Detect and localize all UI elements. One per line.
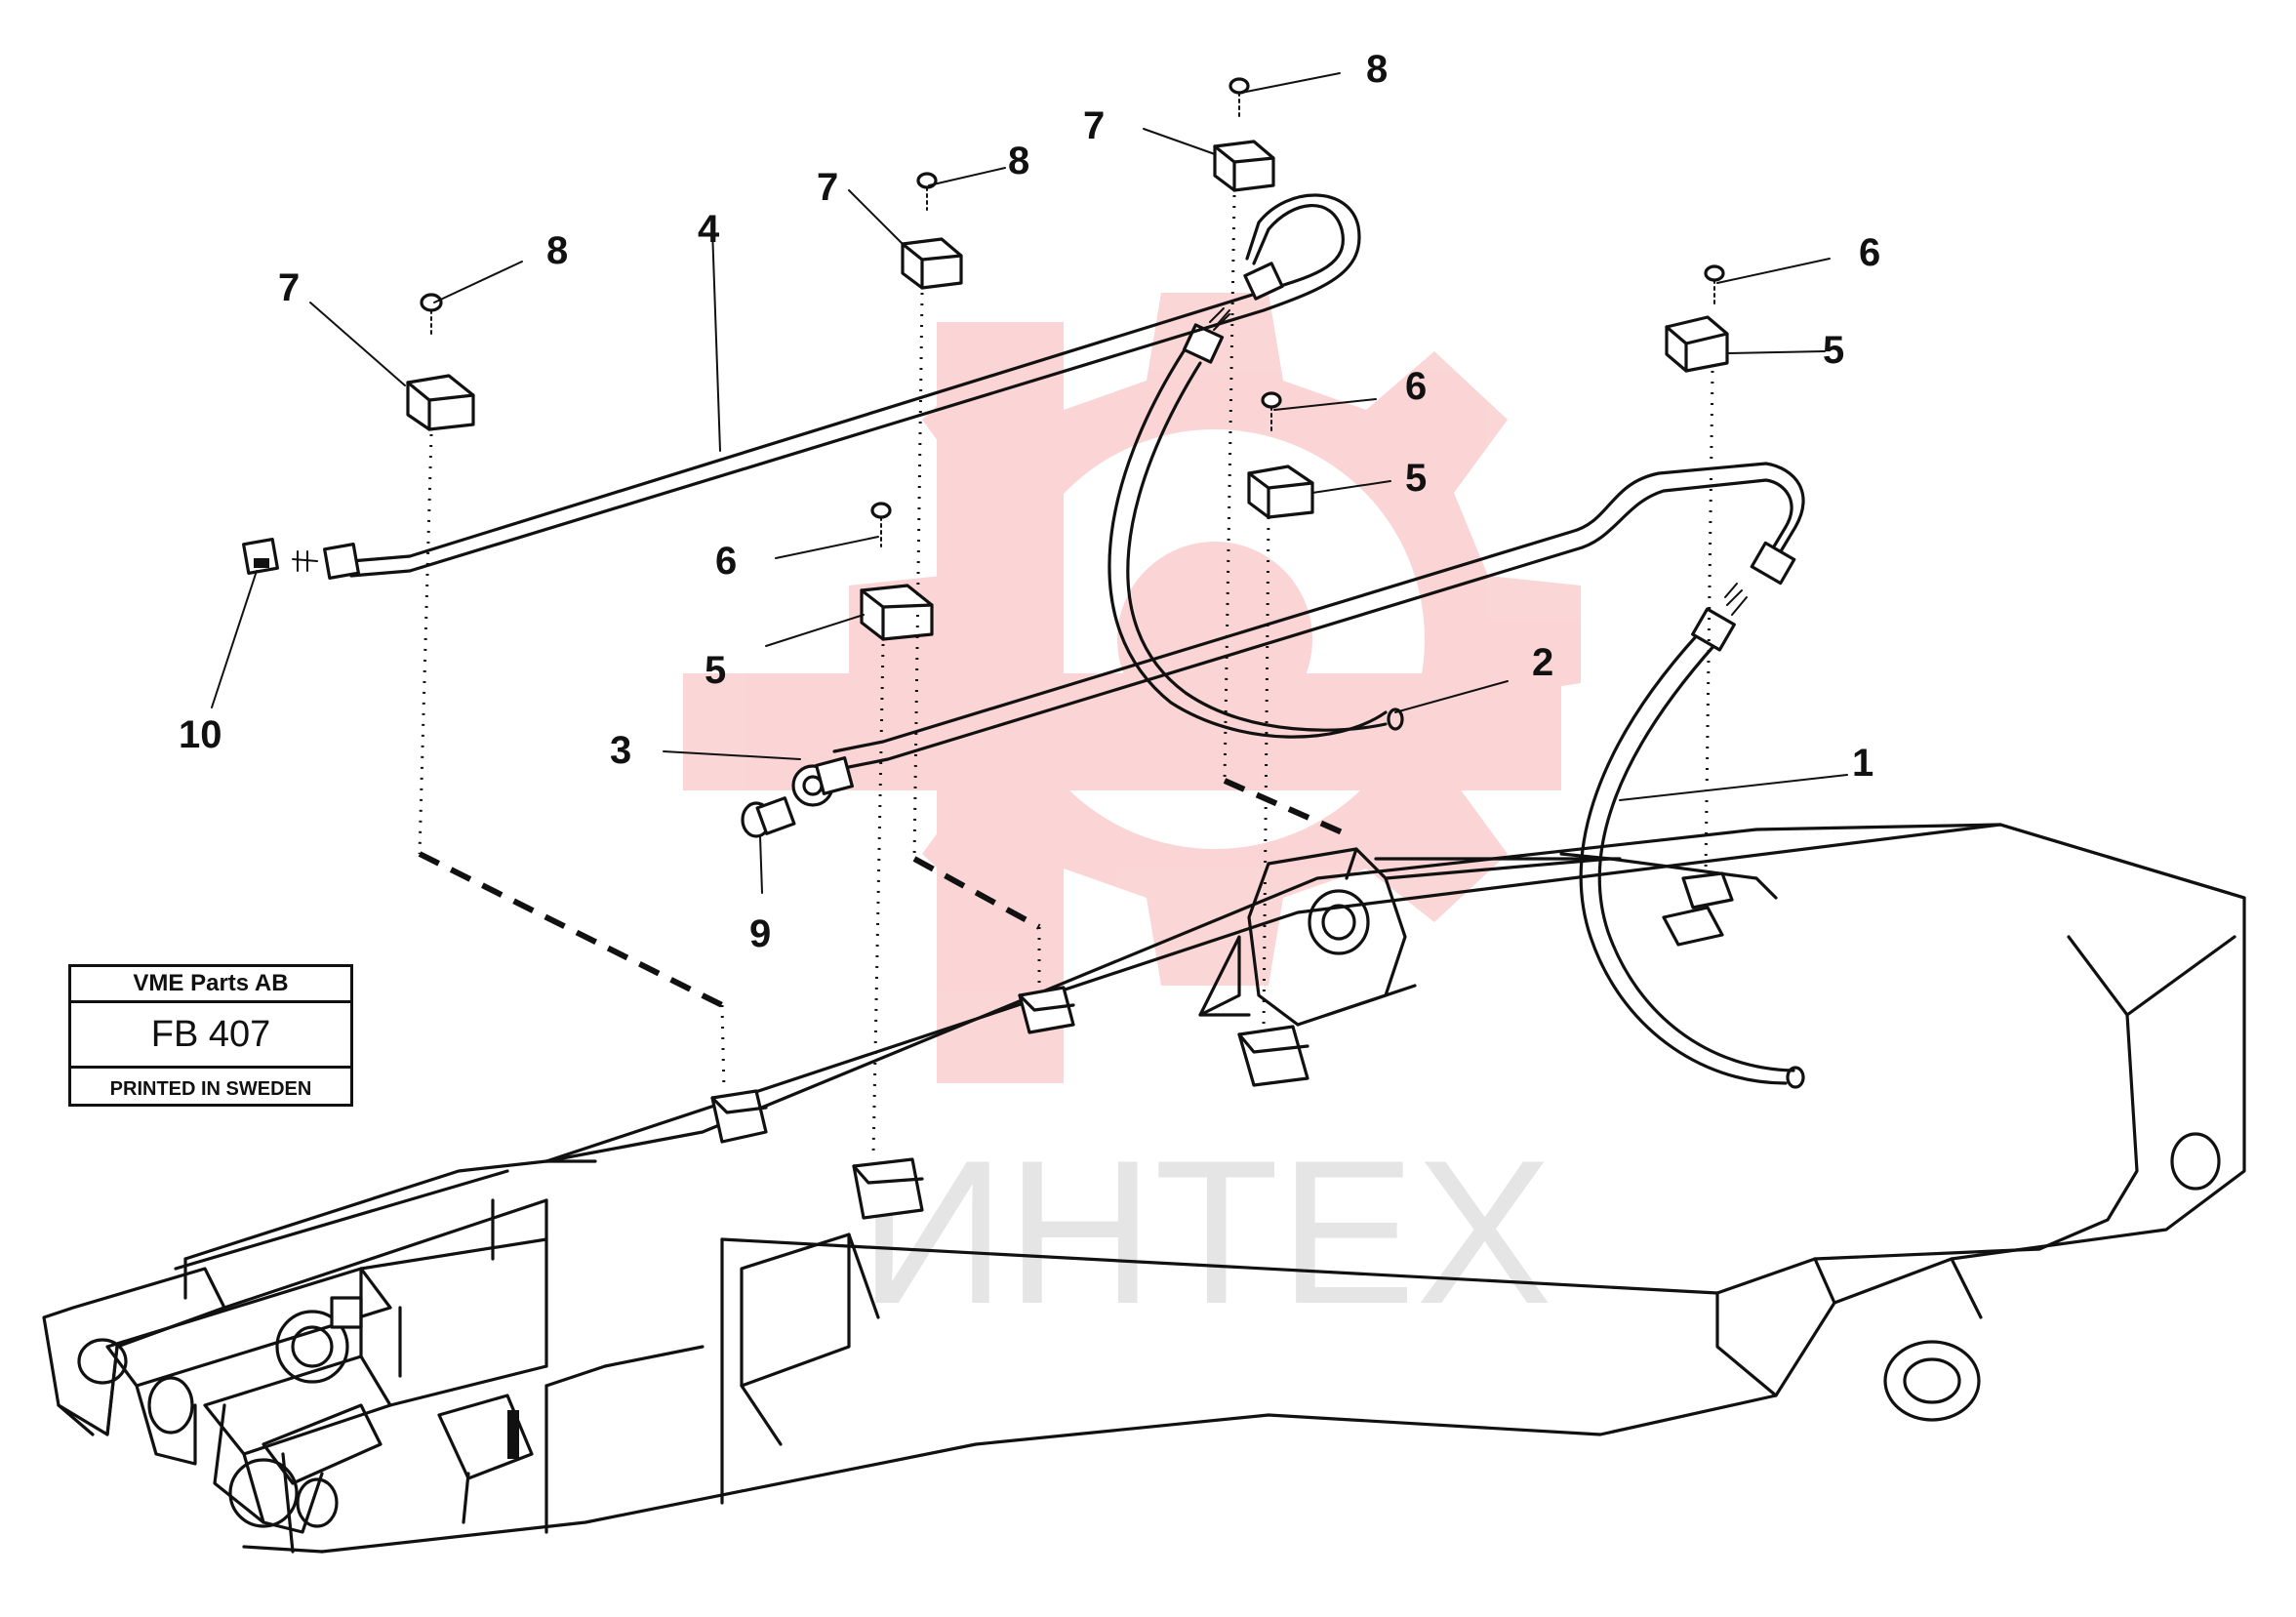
callout-6-left: 6 (715, 540, 737, 583)
watermark-gear-logo (683, 293, 1581, 1083)
screw-6c (1704, 264, 1725, 308)
sheet-number: FB 407 (71, 1003, 350, 1069)
screw-8c (1229, 77, 1250, 118)
swivel-bracket (1198, 847, 1778, 1027)
callout-1: 1 (1852, 742, 1873, 785)
callout-8-left: 8 (546, 229, 568, 272)
callout-5-left: 5 (705, 649, 726, 692)
callout-3: 3 (610, 729, 631, 772)
leader-lines (211, 72, 1848, 894)
plug-part-9 (741, 796, 796, 838)
title-block: VME Parts AB FB 407 PRINTED IN SWEDEN (68, 964, 353, 1107)
callout-9: 9 (749, 912, 771, 955)
boom-arm (320, 823, 2246, 1554)
clamp-far-right (1665, 315, 1729, 373)
printed-note: PRINTED IN SWEDEN (109, 1077, 312, 1100)
screw-6a (870, 502, 892, 547)
clamp-left-center (860, 584, 934, 641)
callout-10: 10 (179, 713, 222, 756)
callout-7-right: 7 (1083, 104, 1105, 147)
tube-part-4 (292, 193, 1361, 580)
screw-8a (420, 293, 443, 338)
callout-8-right: 8 (1366, 48, 1388, 91)
company-name: VME Parts AB (71, 967, 350, 1003)
callout-6-right: 6 (1859, 231, 1880, 274)
mounted-clamp-2 (852, 1157, 924, 1220)
callout-6-center: 6 (1405, 365, 1427, 408)
clamp-top-right (1213, 140, 1275, 192)
mounted-clamp-4 (1237, 1025, 1309, 1087)
hose-part-1 (1579, 583, 1805, 1089)
mounted-clamp-3 (1018, 986, 1075, 1034)
screw-6b (1261, 391, 1282, 435)
callout-4: 4 (698, 208, 720, 251)
mounted-clamp-1 (710, 1089, 768, 1144)
callout-5-right: 5 (1823, 329, 1844, 372)
clamp-center (1247, 465, 1314, 519)
mounted-clamp-5 (1662, 871, 1734, 947)
callout-5-center: 5 (1405, 457, 1427, 500)
tube-part-3 (791, 462, 1805, 807)
callout-7-left: 7 (278, 266, 300, 309)
hose-part-2 (1108, 307, 1404, 739)
callout-7-center: 7 (817, 166, 838, 209)
watermark-text: ИНТЕХ (859, 1117, 1552, 1347)
clamp-upper-mid (901, 237, 963, 290)
plug-part-10 (242, 538, 279, 575)
callout-8-center: 8 (1008, 140, 1029, 182)
callout-2: 2 (1532, 641, 1553, 684)
boom-fork-end (42, 1159, 548, 1554)
clamp-top-left (406, 374, 475, 431)
screw-8b (916, 172, 938, 211)
